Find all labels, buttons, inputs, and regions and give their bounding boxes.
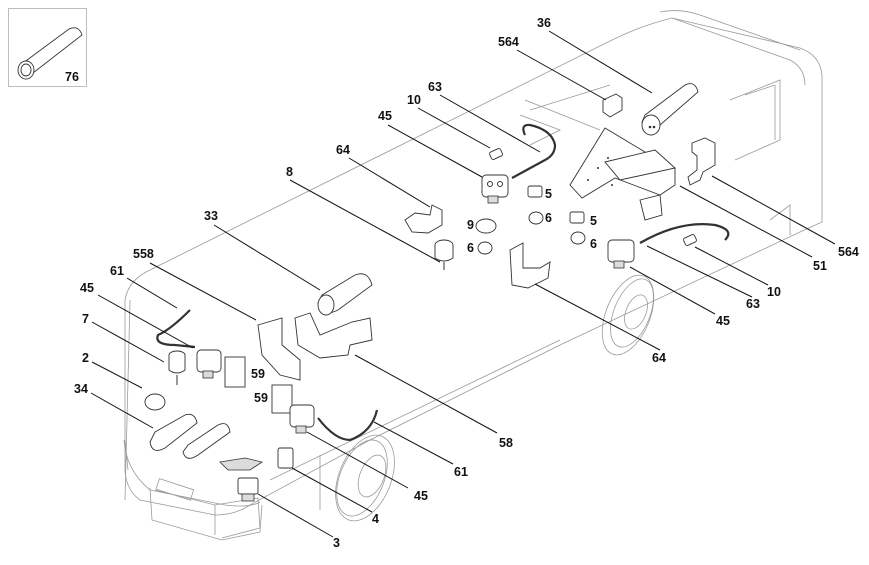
bracket-564-right [687,137,716,186]
callout-8: 8 [286,165,293,179]
silencer-6-b [477,241,493,255]
callout-33: 33 [204,209,218,223]
air-hose-63-top [511,123,557,179]
callout-5-b: 5 [590,214,597,228]
callout-6-b: 6 [467,241,474,255]
silencer-6-a [528,211,544,225]
bracket-64-a [404,204,443,234]
callout-36: 36 [537,16,551,30]
callout-6-c: 6 [590,237,597,251]
callout-34: 34 [74,382,88,396]
bracket-64-b [509,242,551,289]
frame-bracket-558 [257,317,301,381]
plate-59-b [271,384,293,414]
air-hose-61-lower [317,409,379,442]
callout-5-a: 5 [545,187,552,201]
callout-64-lower: 64 [652,351,666,365]
callout-63-right: 63 [746,297,760,311]
relay-valve-45-right [607,239,635,269]
callout-63-top: 63 [428,80,442,94]
frame-bracket-58 [294,312,373,359]
callout-61-upper: 61 [110,264,124,278]
callout-59-a: 59 [251,367,265,381]
callout-4: 4 [372,512,379,526]
callout-564-right: 564 [838,245,859,259]
silencer-6-c [570,231,586,245]
foot-brake-valve-3 [219,457,263,502]
parts [144,83,730,502]
callout-10-right: 10 [767,285,781,299]
callout-558: 558 [133,247,154,261]
fitting-10-right [683,234,697,246]
valve-5-b [569,211,585,224]
relay-valve-45-lower [289,404,315,434]
air-tank-36 [641,83,699,136]
hand-valve-4 [277,447,294,469]
callout-61-lower: 61 [454,465,468,479]
callout-7: 7 [82,312,89,326]
tube-sleeve-icon [17,27,83,80]
plate-59-a [224,356,246,388]
filter-7 [168,350,186,385]
air-tank-34 [149,413,231,459]
truck-outline [123,10,823,541]
callout-59-b: 59 [254,391,268,405]
air-hose-63-right [639,223,730,244]
callout-45-left: 45 [80,281,94,295]
callout-45-right: 45 [716,314,730,328]
frame-bracket-51 [569,127,676,221]
callout-9: 9 [467,218,474,232]
callout-6-a: 6 [545,211,552,225]
filter-8 [434,239,454,270]
air-hose-61-upper [156,309,196,349]
bracket-564-top [602,93,623,118]
relay-valve-45-left [196,349,222,379]
callout-51: 51 [813,259,827,273]
callout-3: 3 [333,536,340,550]
callout-2: 2 [82,351,89,365]
air-tank-33 [317,273,373,316]
inset-part-76: 76 [8,8,87,87]
callout-64-top: 64 [336,143,350,157]
callout-564-top: 564 [498,35,519,49]
relay-valve-45-top [481,174,509,204]
leader-lines [90,30,836,538]
callout-10-top: 10 [407,93,421,107]
valve-2 [144,393,166,411]
callout-58: 58 [499,436,513,450]
callout-45-lower: 45 [414,489,428,503]
callout-45-top: 45 [378,109,392,123]
valve-5-a [527,185,543,198]
inset-part-number: 76 [65,70,79,84]
valve-9 [475,218,497,234]
fitting-10-top [489,148,503,160]
